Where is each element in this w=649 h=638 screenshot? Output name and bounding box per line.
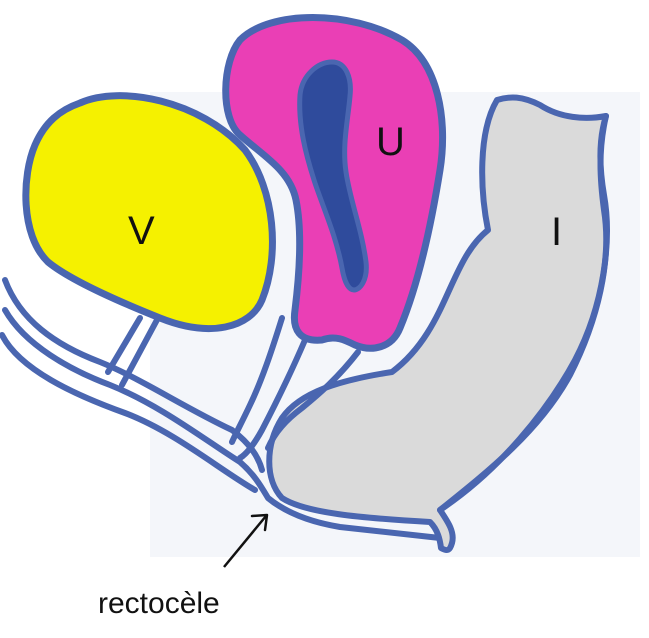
uterus-label: U <box>376 120 405 164</box>
bladder-shape <box>22 92 276 332</box>
vaginal-canal-lines <box>229 315 361 461</box>
body-wall-lines <box>0 277 443 541</box>
urethra-lines <box>105 315 161 388</box>
rectocele-arrow <box>223 513 269 568</box>
rectocele-label: rectocèle <box>98 587 220 620</box>
uterine-cavity <box>297 59 369 293</box>
bladder-label: V <box>128 209 155 253</box>
rectum-inner-line <box>437 113 610 513</box>
intestine-label: I <box>551 210 562 254</box>
